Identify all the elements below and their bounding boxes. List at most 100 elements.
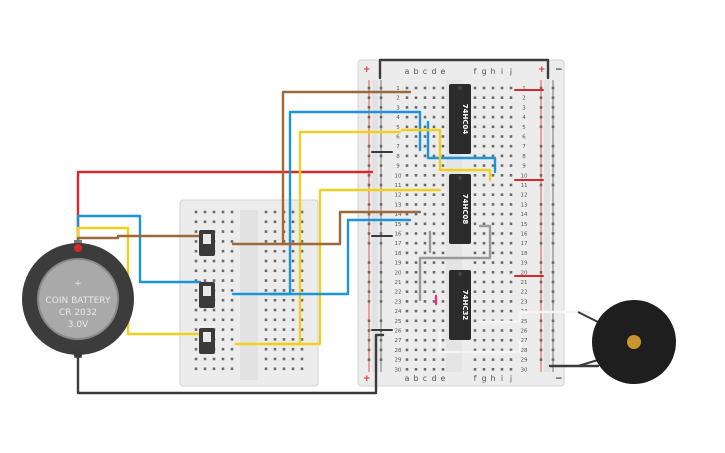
breadboard-hole [473, 183, 477, 187]
breadboard-hole [509, 300, 513, 303]
breadboard-hole [282, 298, 286, 302]
breadboard-hole [482, 309, 486, 313]
ic-chips: 74HC04 74HC08 74HC32 [449, 84, 471, 340]
breadboard-hole [473, 358, 477, 361]
breadboard-hole [291, 259, 295, 263]
row-numbers-left: 1234567891011121314151617181920212223242… [395, 86, 402, 373]
row-number: 10 [395, 173, 402, 179]
breadboard-hole [405, 348, 409, 352]
column-letter: h [490, 374, 495, 383]
breadboard-hole [414, 290, 418, 293]
breadboard-hole [491, 115, 495, 119]
breadboard-hole [423, 251, 427, 255]
breadboard-hole [300, 269, 304, 273]
breadboard-hole [264, 230, 268, 233]
breadboard-hole [405, 290, 409, 293]
breadboard-hole [291, 230, 295, 233]
breadboard-hole [509, 309, 513, 313]
rail-hole [539, 183, 543, 187]
rail-hole [379, 144, 383, 148]
rail-hole [539, 280, 543, 284]
rail-hole [539, 338, 543, 342]
switch-1[interactable] [199, 230, 215, 256]
row-number: 16 [395, 232, 402, 238]
breadboard-hole [432, 241, 436, 245]
rail-hole [539, 154, 543, 158]
breadboard-hole [221, 230, 225, 233]
breadboard-hole [423, 261, 427, 264]
breadboard-hole [500, 135, 504, 138]
breadboard-hole [432, 222, 436, 226]
rail-hole [367, 212, 371, 216]
row-number: 9 [396, 164, 400, 170]
breadboard-hole [230, 249, 234, 253]
rail-hole [551, 144, 555, 148]
switch-3[interactable] [199, 328, 215, 354]
rail-hole [379, 86, 383, 90]
breadboard-hole [264, 367, 268, 371]
rail-hole [539, 125, 543, 129]
breadboard-hole [414, 280, 418, 284]
breadboard-hole [230, 318, 234, 322]
breadboard-hole [441, 154, 445, 158]
row-numbers-right: 1234567891011121314151617181920212223242… [521, 86, 528, 373]
rail-hole [367, 106, 371, 109]
row-number: 30 [395, 367, 402, 373]
breadboard-hole [291, 338, 295, 341]
breadboard-hole [405, 368, 409, 371]
breadboard-hole [203, 308, 207, 312]
breadboard-hole [432, 300, 436, 303]
rail-hole [551, 358, 555, 361]
breadboard-hole [212, 318, 216, 322]
breadboard-hole [500, 164, 504, 167]
row-number: 27 [521, 338, 528, 344]
breadboard-hole [482, 358, 486, 361]
rail-plus-top-left: + [363, 65, 371, 75]
breadboard-hole [473, 309, 477, 313]
small-breadboard-holes [194, 210, 304, 371]
breadboard-hole [405, 309, 409, 313]
breadboard-hole [482, 193, 486, 196]
row-number: 8 [522, 154, 526, 160]
breadboard-hole [300, 279, 304, 282]
breadboard-hole [300, 338, 304, 341]
breadboard-hole [509, 338, 513, 342]
breadboard-hole [491, 241, 495, 245]
breadboard-hole [491, 164, 495, 167]
breadboard-hole [423, 193, 427, 196]
switch-toggle[interactable] [203, 234, 211, 244]
breadboard-hole [432, 144, 436, 148]
breadboard-hole [221, 367, 225, 371]
breadboard-hole [291, 240, 295, 243]
breadboard-hole [509, 241, 513, 245]
breadboard-hole [423, 222, 427, 226]
switch-2[interactable] [199, 282, 215, 308]
breadboard-hole [273, 210, 277, 214]
buzzer-center [627, 335, 641, 349]
switch-toggle[interactable] [203, 332, 211, 342]
switch-toggle[interactable] [203, 286, 211, 296]
breadboard-hole [414, 86, 418, 90]
breadboard-hole [291, 289, 295, 292]
breadboard-hole [423, 203, 427, 206]
breadboard-hole [423, 135, 427, 138]
breadboard-hole [221, 269, 225, 273]
breadboard-hole [500, 368, 504, 371]
breadboard-hole [482, 251, 486, 255]
breadboard-hole [509, 290, 513, 293]
breadboard-hole [230, 220, 234, 224]
row-number: 29 [395, 358, 402, 364]
breadboard-hole [423, 338, 427, 342]
breadboard-hole [300, 357, 304, 361]
breadboard-hole [500, 280, 504, 284]
breadboard-hole [473, 144, 477, 148]
breadboard-hole [221, 338, 225, 341]
breadboard-hole [432, 86, 436, 90]
breadboard-hole [482, 212, 486, 216]
breadboard-hole [405, 183, 409, 187]
row-number: 15 [521, 222, 528, 228]
breadboard-hole [264, 259, 268, 263]
breadboard-hole [230, 210, 234, 214]
breadboard-hole [509, 96, 513, 99]
breadboard-hole [509, 212, 513, 216]
